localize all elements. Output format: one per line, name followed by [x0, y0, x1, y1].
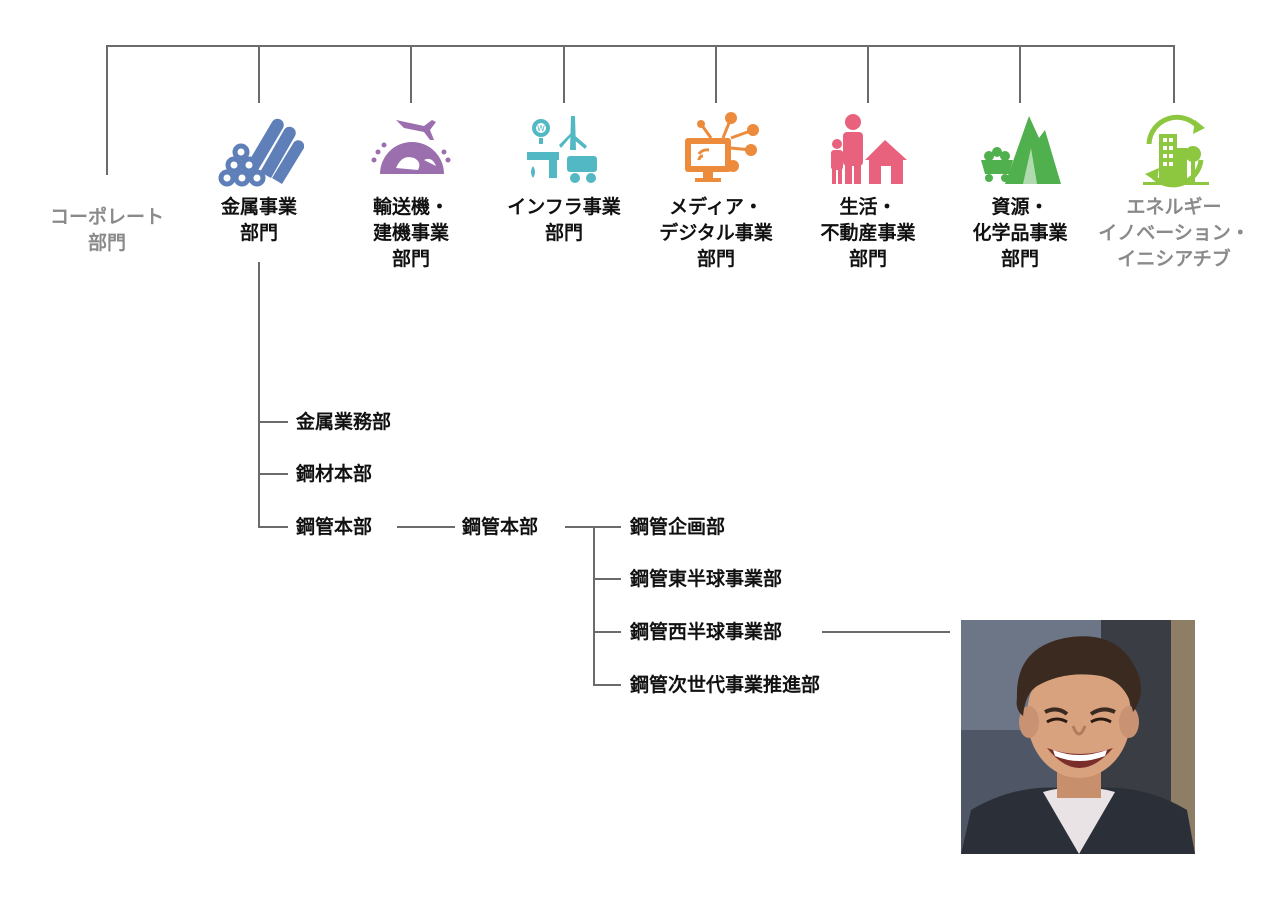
family-house-icon — [831, 114, 907, 184]
connector — [258, 526, 288, 528]
division-energy: エネルギー イノベーション・ イニシアチブ — [1094, 108, 1254, 272]
connector — [593, 631, 621, 633]
connector — [867, 45, 869, 103]
division-label: インフラ事業 部門 — [507, 196, 621, 244]
top-connector — [106, 45, 1175, 47]
connector — [106, 45, 108, 175]
connector — [258, 473, 288, 475]
airplane-globe-icon — [371, 120, 451, 174]
media-tv-icon — [685, 112, 759, 182]
unit-western-hemisphere: 鋼管西半球事業部 — [630, 621, 783, 643]
mountain-cart-icon — [981, 116, 1061, 184]
division-label: 生活・ 不動産事業 部門 — [820, 196, 916, 270]
division-living: 生活・ 不動産事業 部門 — [788, 108, 948, 272]
division-resources: 資源・ 化学品事業 部門 — [940, 108, 1100, 272]
steel-pipes-icon — [218, 118, 304, 187]
division-label: 輸送機・ 建機事業 部門 — [372, 196, 449, 270]
division-label: 資源・ 化学品事業 部門 — [972, 196, 1068, 270]
svg-text:W: W — [537, 124, 545, 133]
dept-metal-business: 金属業務部 — [296, 411, 392, 433]
division-label: 金属事業 部門 — [220, 196, 297, 244]
division-label: コーポレート 部門 — [49, 206, 164, 254]
connector — [410, 45, 412, 103]
steel-pipe-units-connector — [593, 526, 595, 686]
division-metal: 金属事業 部門 — [179, 108, 339, 246]
connector — [1173, 45, 1175, 103]
infrastructure-icon: W — [527, 116, 597, 183]
smiling-person-photo — [961, 620, 1195, 854]
unit-eastern-hemisphere: 鋼管東半球事業部 — [630, 568, 783, 590]
dept-steel-products: 鋼材本部 — [296, 463, 373, 485]
connector — [593, 578, 621, 580]
connector — [258, 421, 288, 423]
division-label: メディア・ デジタル事業 部門 — [659, 196, 773, 270]
metal-branch-connector — [258, 262, 260, 527]
connector — [715, 45, 717, 103]
division-infrastructure: W インフラ事業 部門 — [484, 108, 644, 246]
connector — [1019, 45, 1021, 103]
division-label: エネルギー イノベーション・ イニシアチブ — [1098, 196, 1250, 270]
unit-planning: 鋼管企画部 — [630, 516, 726, 538]
photo-connector — [822, 631, 950, 633]
dept-steel-pipe-hq: 鋼管本部 — [296, 516, 373, 538]
division-corporate: コーポレート 部門 — [27, 198, 187, 256]
connector — [397, 526, 455, 528]
connector — [258, 45, 260, 103]
connector — [593, 684, 621, 686]
steel-pipe-hq-node: 鋼管本部 — [462, 516, 539, 538]
division-media: メディア・ デジタル事業 部門 — [636, 108, 796, 272]
connector — [563, 45, 565, 103]
division-transport: 輸送機・ 建機事業 部門 — [331, 108, 491, 272]
unit-next-generation: 鋼管次世代事業推進部 — [630, 674, 821, 696]
green-city-icon — [1143, 114, 1209, 188]
